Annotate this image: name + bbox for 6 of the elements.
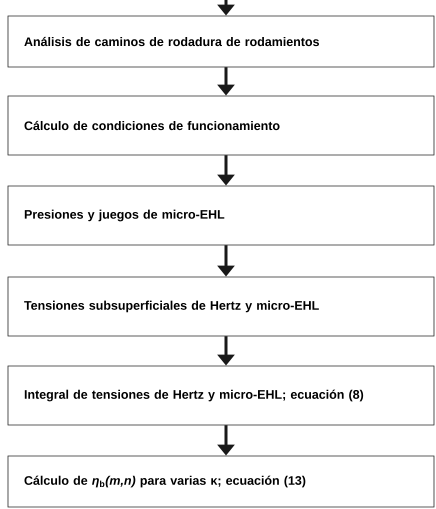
process-box: Tensiones subsuperficiales de Hertz y micro-EHL — [8, 276, 434, 336]
process-box: Cálculo de condiciones de funcionamiento — [8, 96, 434, 156]
process-box: Cálculo de η$_{b}$(m,n) para varias κ; ecuación (13) — [8, 456, 434, 508]
process-box: Presiones y juegos de micro-EHL — [8, 186, 434, 246]
process-box: Integral de tensiones de Hertz y micro-EHL; ecuación (8) — [8, 366, 434, 426]
process-box: Análisis de caminos de rodadura de rodamientos — [8, 16, 434, 68]
